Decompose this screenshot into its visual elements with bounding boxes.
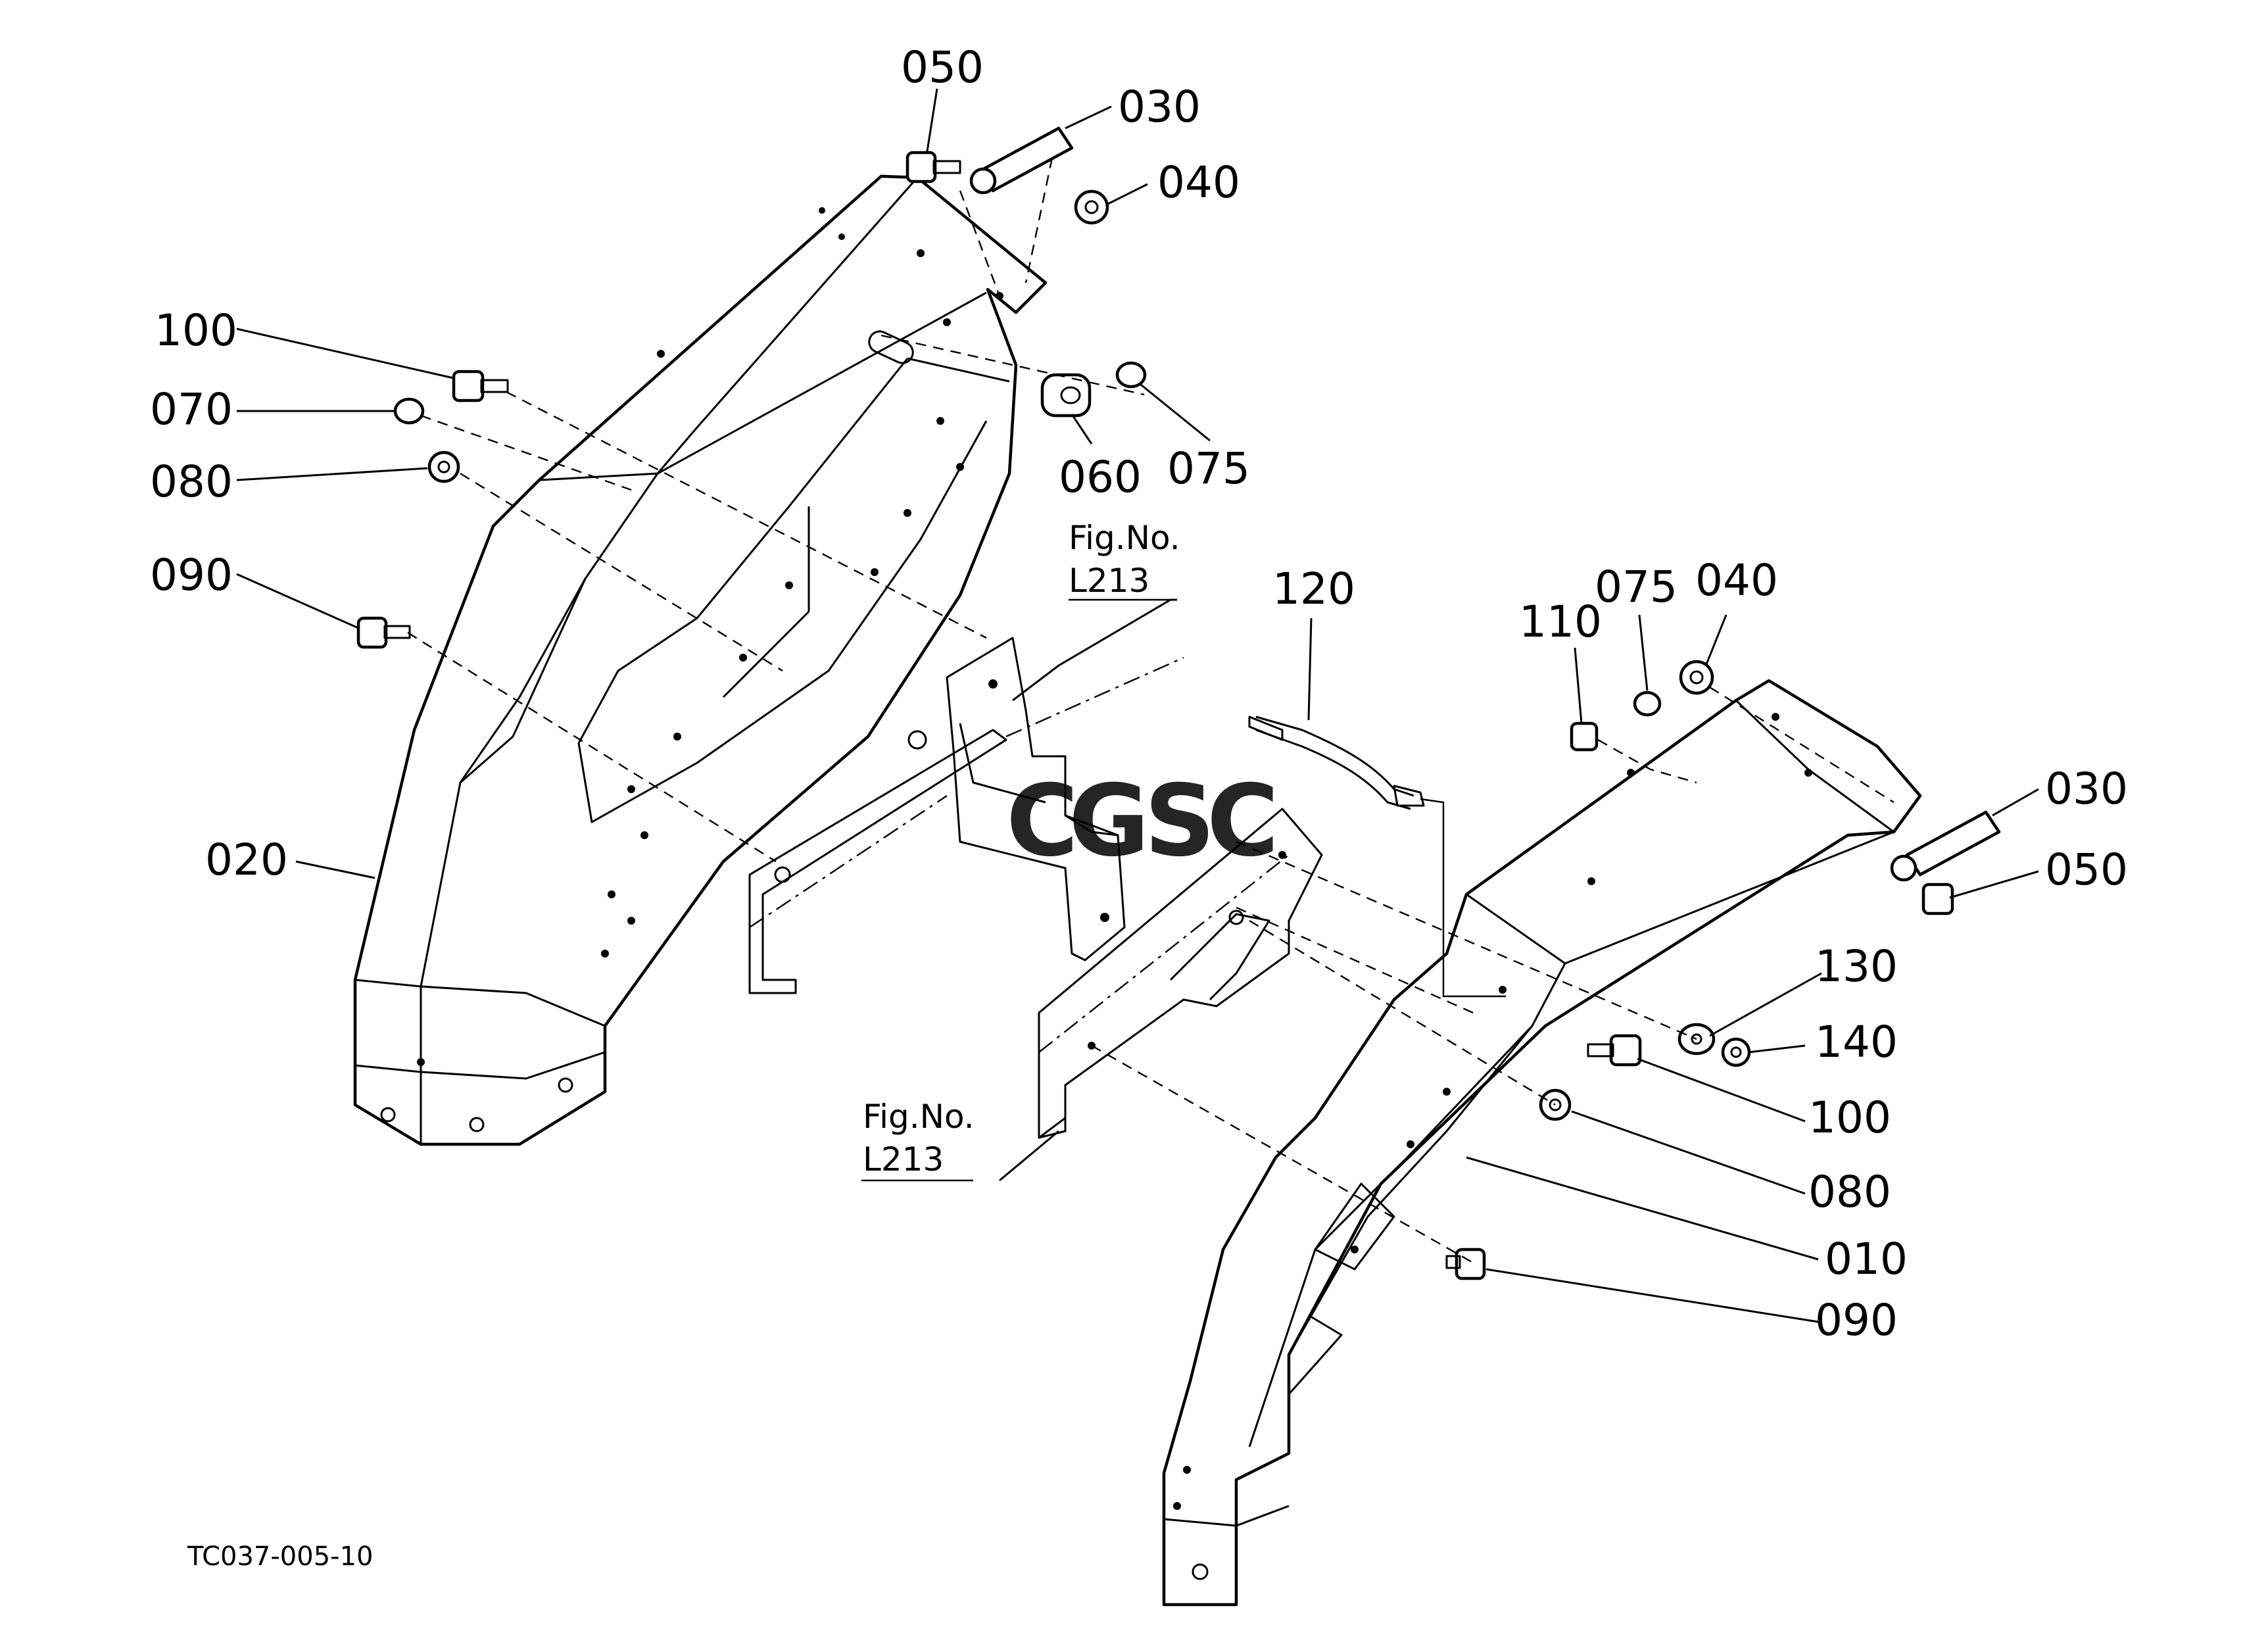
left-fender-020	[353, 174, 1048, 1146]
label-010: 010	[1825, 1234, 1908, 1284]
bolt-050-right	[1921, 883, 1954, 915]
bolt-100-left	[452, 370, 509, 402]
label-100-right: 100	[1808, 1092, 1891, 1143]
label-040-top: 040	[1157, 157, 1240, 208]
nut-040-right	[1679, 660, 1714, 695]
washer-030-right	[1890, 810, 2001, 882]
label-080-right: 080	[1808, 1167, 1891, 1217]
hose-120	[1248, 716, 1425, 810]
nut-040-top	[1074, 189, 1109, 225]
figref-bottom-line2: L213	[863, 1140, 944, 1178]
label-050-top: 050	[901, 42, 984, 93]
label-075-top: 075	[1167, 443, 1250, 494]
diagram-code: TC037-005-10	[187, 1541, 373, 1572]
bolt-050-top	[905, 151, 961, 183]
nut-080-left	[427, 450, 460, 483]
washer-030-top	[969, 126, 1074, 195]
watermark-letter-3: S	[1144, 764, 1215, 879]
label-100-left: 100	[155, 305, 237, 356]
assembly-lines	[407, 157, 1894, 1264]
fasteners	[356, 126, 2001, 1280]
label-030-top: 030	[1118, 82, 1201, 132]
bolt-090-left	[356, 616, 411, 649]
label-060: 060	[1059, 452, 1142, 502]
right-fender-010	[1162, 679, 1922, 1607]
label-090-left: 090	[150, 550, 233, 600]
figref-top-line2: L213	[1069, 562, 1149, 600]
bolt-090-right	[1445, 1248, 1486, 1280]
figure-reference-bottom: Fig.No. L213	[863, 1098, 975, 1178]
nut-140	[1721, 1037, 1751, 1067]
figref-bottom-line1: Fig.No.	[863, 1098, 975, 1136]
label-075-right: 075	[1595, 562, 1677, 612]
label-030-right: 030	[2045, 764, 2128, 814]
label-020: 020	[205, 835, 288, 885]
leader-lines	[236, 88, 2039, 1323]
bolt-100-right	[1587, 1034, 1642, 1067]
figref-top-line1: Fig.No.	[1069, 519, 1180, 557]
figure-reference-top: Fig.No. L213	[1069, 519, 1180, 600]
label-070: 070	[150, 384, 233, 435]
cap-075-right	[1633, 691, 1662, 717]
watermark-letter-4: C	[1207, 764, 1279, 879]
plug-110	[1570, 721, 1599, 752]
label-080-left: 080	[150, 456, 233, 507]
cap-075-top	[1115, 361, 1147, 389]
label-140: 140	[1815, 1017, 1898, 1067]
watermark-logo: C G S C	[1006, 764, 1279, 879]
label-050-right: 050	[2045, 844, 2128, 895]
part-number-labels: 050 030 040 100 070 080 090 060 075 020 …	[150, 42, 2128, 1346]
grommet-060	[1040, 373, 1092, 418]
label-130: 130	[1815, 941, 1898, 992]
label-090-right: 090	[1815, 1295, 1898, 1346]
label-110: 110	[1519, 596, 1602, 647]
label-040-right: 040	[1695, 555, 1778, 606]
label-120: 120	[1272, 564, 1355, 614]
bracket-left-l213	[748, 637, 1126, 994]
washer-130	[1677, 1023, 1716, 1056]
cap-070	[393, 397, 425, 425]
watermark-letter-1: C	[1006, 764, 1078, 879]
watermark-letter-2: G	[1069, 764, 1149, 879]
